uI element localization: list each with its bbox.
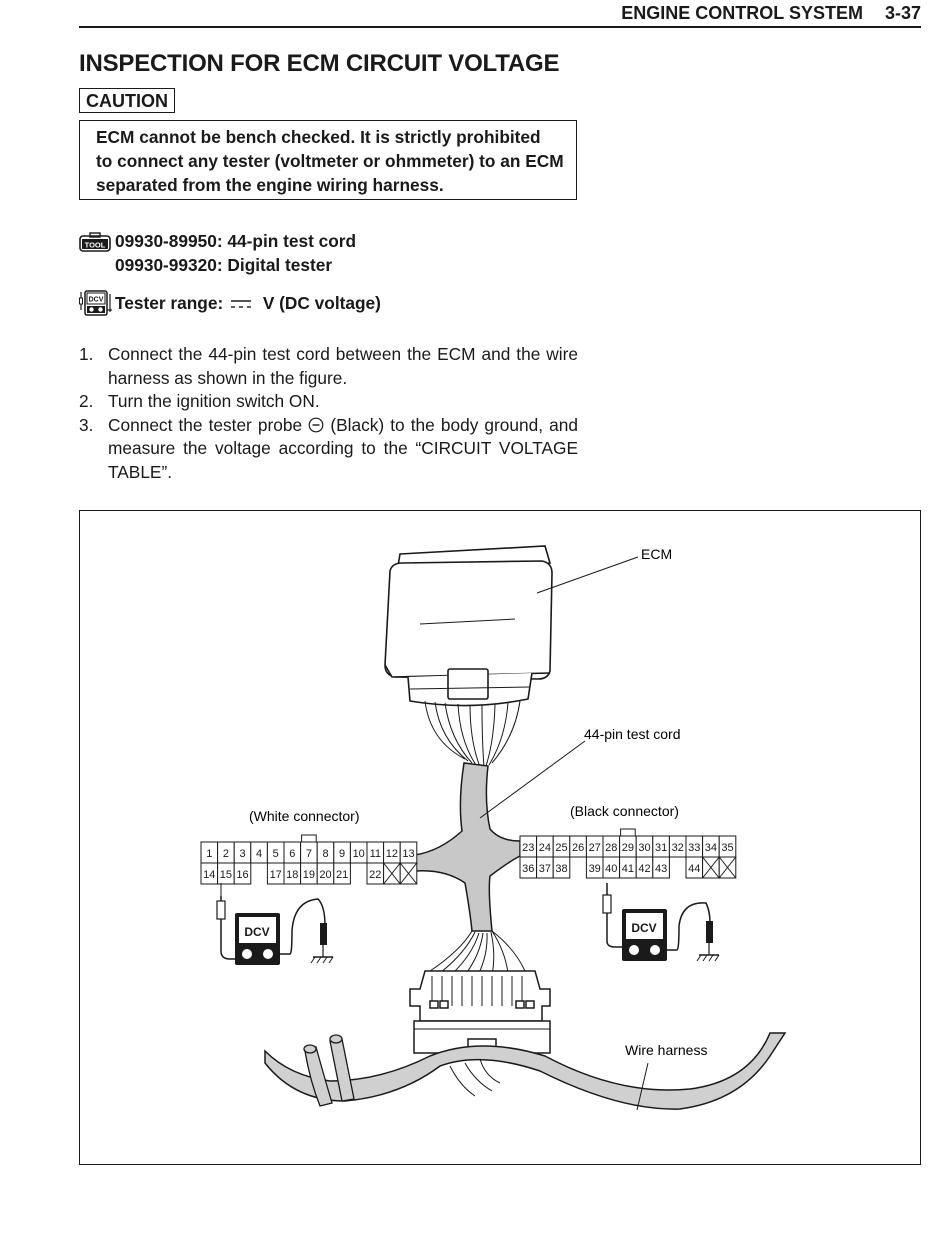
pin-label: 34 <box>705 842 717 854</box>
harness-wire-bundle <box>429 930 526 976</box>
page-title: INSPECTION FOR ECM CIRCUIT VOLTAGE <box>79 50 560 77</box>
pin-label: 9 <box>339 848 345 860</box>
test-cord-label: 44-pin test cord <box>584 726 681 742</box>
pin-label: 12 <box>386 848 398 860</box>
leader-lines <box>479 556 649 1111</box>
tester-range-label: Tester range: <box>115 293 224 313</box>
pin-label: 24 <box>539 842 551 854</box>
pin-label: 35 <box>721 842 733 854</box>
dcv-tester-icon: DCV <box>79 290 112 316</box>
header-text: ENGINE CONTROL SYSTEM 3-37 <box>621 3 921 24</box>
wire-harness <box>264 1032 787 1110</box>
pin-label: 13 <box>402 848 414 860</box>
tester-display-text: DCV <box>631 921 656 935</box>
pin-label: 32 <box>672 842 684 854</box>
pin-label: 14 <box>203 869 215 881</box>
tool-icon: TOOL <box>79 232 111 252</box>
pin-label: 42 <box>638 863 650 875</box>
pin-label: 27 <box>589 842 601 854</box>
step-number: 2. <box>79 391 94 412</box>
pin-label: 10 <box>353 848 365 860</box>
step-item: 3. Connect the tester probe (Black) to t… <box>79 414 578 485</box>
pin-label: 25 <box>555 842 567 854</box>
step-item: 1. Connect the 44-pin test cord between … <box>79 343 578 390</box>
harness-connector <box>409 970 551 1056</box>
caution-line: separated from the engine wiring harness… <box>96 175 444 195</box>
pin-label: 8 <box>322 848 328 860</box>
pin-label: 36 <box>522 863 534 875</box>
caution-line: to connect any tester (voltmeter or ohmm… <box>96 151 564 171</box>
pin-label: 21 <box>336 869 348 881</box>
step-text-post: (Black) to the body ground, and measure … <box>108 414 578 482</box>
pin-label: 20 <box>319 869 331 881</box>
pin-label: 16 <box>236 869 248 881</box>
step-text-pre: Connect the tester probe <box>108 414 303 435</box>
tester-range-value: V (DC voltage) <box>262 293 381 313</box>
caution-label: CAUTION <box>79 88 175 113</box>
pin-label: 11 <box>370 848 381 860</box>
pin-label: 1 <box>206 848 212 860</box>
wiring-figure: ECM 44-pin test cord (White connector) (… <box>79 510 921 1165</box>
ecm-label: ECM <box>641 546 672 562</box>
white-connector-label: (White connector) <box>249 808 359 824</box>
pin-label: 26 <box>572 842 584 854</box>
caution-line: ECM cannot be bench checked. It is stric… <box>96 127 541 147</box>
step-text: Turn the ignition switch ON. <box>108 391 320 412</box>
step-number: 1. <box>79 344 94 364</box>
pin-label: 38 <box>555 863 567 875</box>
minus-circle-icon <box>308 417 324 433</box>
black-connector: 23 24 25 26 27 28 29 30 31 32 33 34 35 36 37 38 39 40 41 42… <box>519 828 737 879</box>
step-text: Connect the 44-pin test cord between the… <box>108 344 578 388</box>
page-number: 3-37 <box>884 3 921 23</box>
pin-label: 28 <box>605 842 617 854</box>
pin-label: 40 <box>605 863 617 875</box>
section-title: ENGINE CONTROL SYSTEM <box>621 3 863 23</box>
step-number: 3. <box>79 414 94 435</box>
pin-label: 43 <box>655 863 667 875</box>
wiring-diagram: ECM 44-pin test cord (White connector) (… <box>200 545 787 1111</box>
black-connector-label: (Black connector) <box>570 803 679 819</box>
pin-label: 30 <box>638 842 650 854</box>
tester-display-text: DCV <box>244 925 269 939</box>
pin-label: 17 <box>270 869 282 881</box>
procedure-steps: 1. Connect the 44-pin test cord between … <box>79 343 578 485</box>
ecm-wire-bundle <box>424 700 521 768</box>
pin-label: 5 <box>273 848 279 860</box>
pin-label: 2 <box>223 848 229 860</box>
pin-label: 37 <box>539 863 551 875</box>
pin-label: 18 <box>286 869 298 881</box>
pin-label: 41 <box>622 863 634 875</box>
dc-voltage-symbol-icon <box>231 300 252 309</box>
tool-item: 09930-99320: Digital tester <box>115 255 333 275</box>
tool-icon-text: TOOL <box>85 241 106 250</box>
pin-label: 33 <box>688 842 700 854</box>
pin-label: 3 <box>239 848 245 860</box>
ecm-unit <box>384 545 553 707</box>
pin-label: 23 <box>522 842 534 854</box>
pin-label: 22 <box>369 869 381 881</box>
dcv-icon-text: DCV <box>89 297 104 304</box>
pin-label: 29 <box>622 842 634 854</box>
dc-tester-black: DCV <box>602 883 720 962</box>
pin-label: 44 <box>688 863 700 875</box>
pin-label: 19 <box>303 869 315 881</box>
pin-label: 15 <box>220 869 232 881</box>
pin-label: 6 <box>289 848 295 860</box>
tool-item: 09930-89950: 44-pin test cord <box>115 231 357 251</box>
caution-box: ECM cannot be bench checked. It is stric… <box>79 120 577 200</box>
pin-label: 39 <box>589 863 601 875</box>
pin-label: 31 <box>655 842 667 854</box>
wire-harness-label: Wire harness <box>625 1042 707 1058</box>
step-item: 2. Turn the ignition switch ON. <box>79 390 578 414</box>
pin-label: 4 <box>256 848 262 860</box>
page-header: ENGINE CONTROL SYSTEM 3-37 <box>79 0 921 28</box>
pin-label: 7 <box>306 848 312 860</box>
test-cord <box>414 762 521 932</box>
dc-tester-white: DCV <box>216 883 334 965</box>
